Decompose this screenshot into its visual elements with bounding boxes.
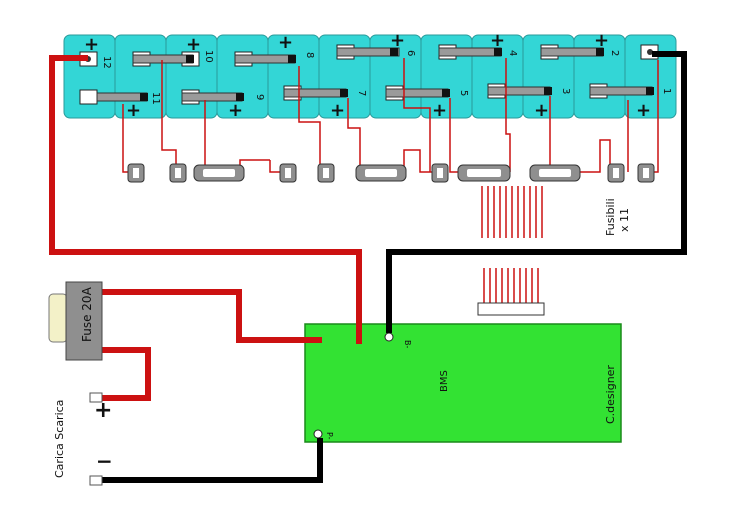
plus-sign-2: + [594,30,609,51]
pack-negative-wire [386,51,687,333]
terminal-11-bottom [79,89,98,105]
cell-plus-signs: + + + + + + + + + + + + [84,30,651,121]
cell-number-2: 2 [609,50,620,56]
cell-number-11: 11 [150,92,161,105]
cell-number-4: 4 [507,50,518,56]
cell-number-8: 8 [304,52,315,58]
bms-label: BMS [439,370,450,392]
plus-sign-4: + [490,30,505,51]
plus-sign-7: + [330,100,345,121]
busbars [85,47,654,102]
fuse-to-bms-wire [100,289,322,343]
load-negative-wire [94,438,323,483]
cell-number-10: 10 [203,50,214,63]
plus-sign-10: + [186,34,201,55]
plus-sign-5: + [432,100,447,121]
fusibili-label: Fusibili [604,198,617,236]
busbar-2-1 [589,86,653,96]
bms-pin-b [384,332,394,342]
main-positive-wire [49,55,362,344]
terminal-negative-sign: − [96,449,113,473]
battery-pack [63,34,677,119]
cell-number-9: 9 [254,94,265,100]
plus-sign-11: + [126,100,141,121]
plus-sign-8: + [278,32,293,53]
balance-connector-plug [477,302,545,316]
terminal-negative-lug [89,475,103,486]
cell-number-7: 7 [356,90,367,96]
cell-number-12: 12 [101,56,112,69]
busbar-8-7 [283,88,347,98]
cell-numbers: 12 11 10 9 8 7 6 5 4 3 2 1 [101,50,672,105]
cell-number-3: 3 [560,88,571,94]
bms-designer: C.designer [604,365,617,424]
cell-number-6: 6 [405,50,416,56]
fusibili-count: x 11 [618,208,631,232]
busbar-6-5 [385,88,449,98]
plus-sign-12: + [84,34,99,55]
fuse-20a-body [65,281,103,361]
bms-pin-p-label: P- [325,432,334,440]
bms-pin-p [313,429,323,439]
fuse-20a-label: Fuse 20A [80,286,94,342]
plus-sign-9: + [228,100,243,121]
fuse-holder-clip [48,293,68,343]
bms-pin-b-label: B- [403,340,412,348]
bms-board [304,323,622,443]
plus-sign-3: + [534,100,549,121]
plus-sign-6: + [390,30,405,51]
busbar-7-6 [336,47,400,57]
charge-discharge-label: Carica Scarica [53,400,66,478]
terminal-positive-sign: + [94,398,112,423]
busbar-9-8 [234,54,296,64]
terminal-positive-lug [89,392,103,403]
plus-sign-1: + [636,100,651,121]
balance-harness [481,186,543,304]
cell-8 [267,34,320,119]
fuse-to-terminal-wire [98,347,151,401]
balance-fuses [127,163,655,183]
busbar-4-3 [487,86,551,96]
cell-number-1: 1 [661,88,672,94]
busbar-11-10 [132,54,194,64]
main-fuse: Fuse 20A [48,281,103,361]
cell-number-5: 5 [458,90,469,96]
